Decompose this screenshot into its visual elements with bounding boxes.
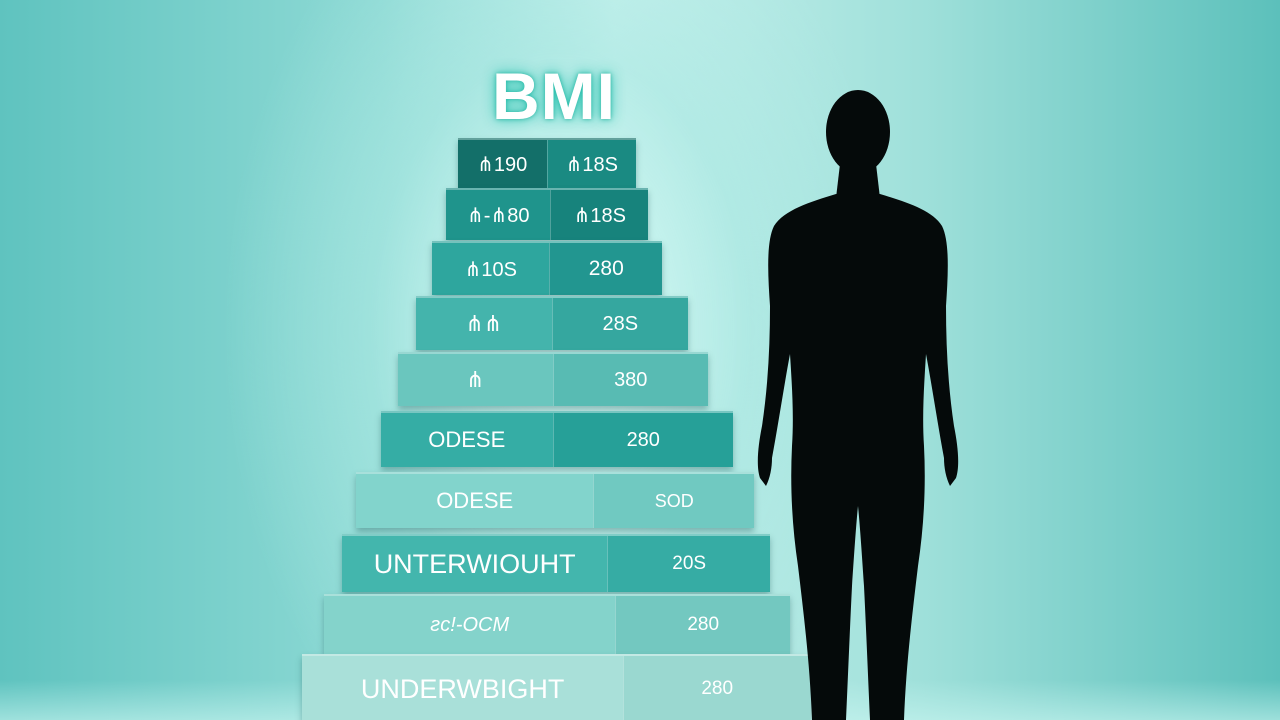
person-silhouette-icon — [757, 90, 959, 720]
bmi-step-10: UNDERWBIGHT 280 — [302, 654, 810, 720]
step-label: ⋔10S — [432, 243, 550, 295]
step-value: 280 — [623, 656, 810, 720]
step-label: UNDERWBIGHT — [302, 656, 624, 720]
bmi-step-9: ƨc!-OCM 280 — [324, 594, 790, 654]
bmi-step-5: ⋔ 380 — [398, 352, 708, 406]
bmi-step-8: UNTERWIOUHT 20S — [342, 534, 770, 592]
step-value: 28S — [551, 298, 688, 350]
step-label: ⋔190 — [458, 140, 547, 188]
step-value: 280 — [615, 596, 790, 654]
step-value: SOD — [593, 474, 754, 528]
bmi-step-1: ⋔190 ⋔18S — [458, 138, 636, 188]
bmi-step-3: ⋔10S 280 — [432, 241, 662, 295]
step-value: 280 — [549, 243, 662, 295]
step-value: 380 — [552, 354, 708, 406]
step-label: ⋔ — [398, 354, 553, 406]
bmi-step-2: ⋔-⋔80 ⋔18S — [446, 188, 648, 240]
bmi-step-6: ODESE 280 — [381, 411, 733, 467]
page-title: BMI — [492, 59, 616, 133]
step-value: ⋔18S — [546, 140, 636, 188]
step-label: UNTERWIOUHT — [342, 536, 608, 592]
step-label: ⋔⋔ — [416, 298, 552, 350]
step-label: ODESE — [381, 413, 553, 467]
step-value: 20S — [607, 536, 770, 592]
bmi-step-4: ⋔⋔ 28S — [416, 296, 688, 350]
step-label: ⋔-⋔80 — [446, 190, 551, 240]
step-value: 280 — [552, 413, 733, 467]
step-label: ƨc!-OCM — [324, 596, 616, 654]
bmi-step-7: ODESE SOD — [356, 472, 754, 528]
step-value: ⋔18S — [550, 190, 648, 240]
step-label: ODESE — [356, 474, 594, 528]
